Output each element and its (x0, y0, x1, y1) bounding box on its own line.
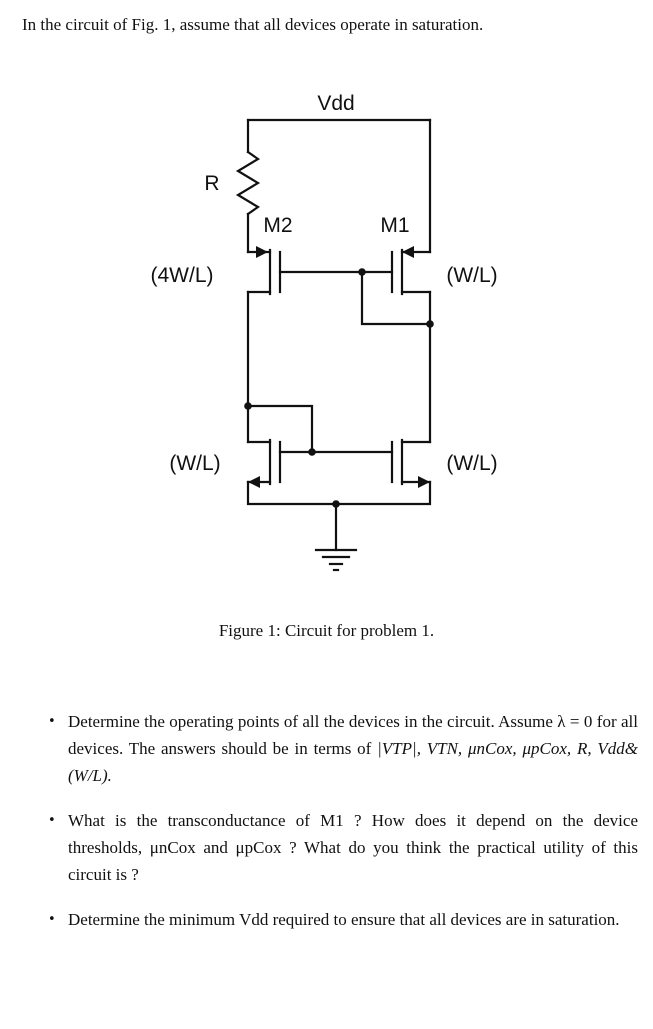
m1-label: M1 (380, 214, 409, 237)
m4-size-label: (W/L) (446, 452, 497, 475)
circuit-diagram: Vdd R M2 M1 (4W/L) (W/L) (W/L) (W/L) (151, 92, 498, 572)
vdd-label: Vdd (317, 92, 354, 115)
junction-m1-drain (426, 320, 434, 328)
figure-caption: Figure 1: Circuit for problem 1. (218, 621, 435, 640)
question-item: • Determine the minimum Vdd required to … (46, 906, 638, 933)
m3-size-label: (W/L) (169, 452, 220, 475)
question-item: • What is the transconductance of M1 ? H… (46, 807, 638, 888)
bullet-icon: • (48, 714, 56, 729)
question-text: What is the transconductance of M1 ? How… (68, 811, 638, 884)
bullet-icon: • (48, 813, 56, 828)
resistor-r (235, 150, 261, 216)
m2-label: M2 (263, 214, 292, 237)
m1-size-label: (W/L) (446, 264, 497, 287)
m1-source-arrow (402, 246, 414, 258)
resistor-label: R (204, 172, 219, 195)
bullet-icon: • (48, 912, 56, 927)
question-item: • Determine the operating points of all … (46, 708, 638, 789)
junction-m1-gate (358, 268, 366, 276)
problem-intro: In the circuit of Fig. 1, assume that al… (22, 15, 484, 34)
junction-ground (332, 500, 340, 508)
question-text: Determine the operating points of all th… (68, 712, 638, 758)
question-text: Determine the minimum Vdd required to en… (68, 910, 620, 929)
m3-source-arrow (248, 476, 260, 488)
circuit-figure: Vdd R M2 M1 (4W/L) (W/L) (W/L) (W/L) (0, 80, 653, 600)
m1-diode-connection (360, 270, 432, 326)
ground-bus (246, 480, 432, 506)
junction-m3-gate (308, 448, 316, 456)
m2-size-label: (4W/L) (151, 264, 214, 287)
m4-source-arrow (418, 476, 430, 488)
m3-diode-connection (246, 404, 314, 454)
m2-source-arrow (256, 246, 268, 258)
junction-node-a (244, 402, 252, 410)
question-math: |VTP|, VTN, μnCox, μpCox, R, Vdd&(W/L). (68, 739, 638, 785)
question-list: • Determine the operating points of all … (46, 708, 638, 951)
